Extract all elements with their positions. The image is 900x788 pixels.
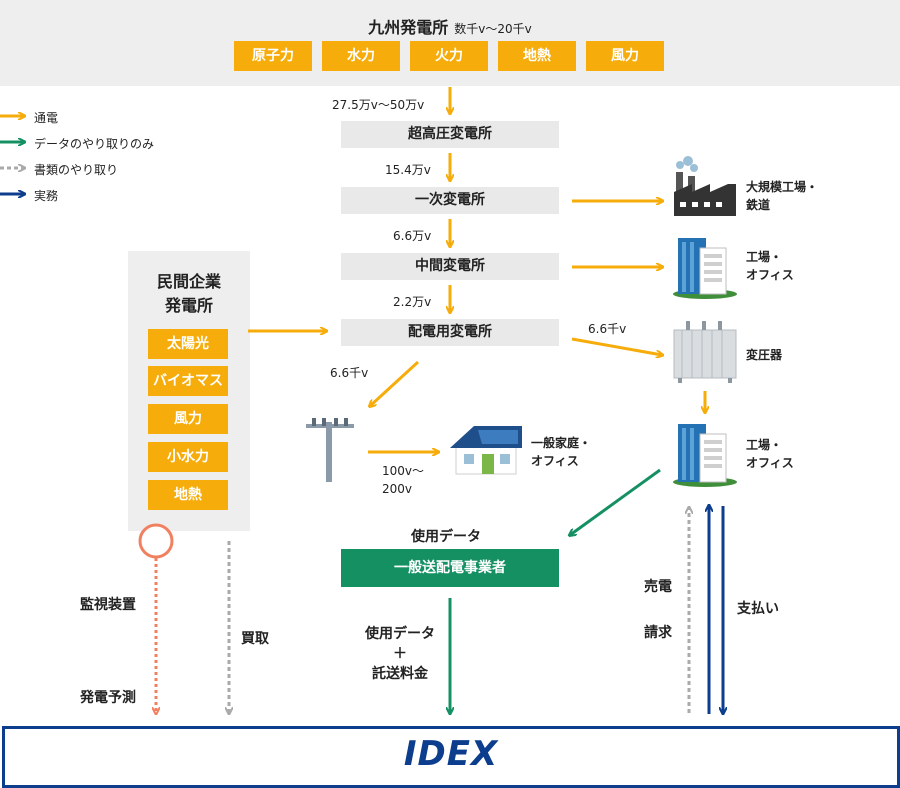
main-plant-title: 九州発電所数千v〜20千v xyxy=(368,18,532,37)
operator-bottom-label: 使用データ＋託送料金 xyxy=(365,626,435,682)
voltage-label: 2.2万v xyxy=(393,295,432,309)
private-source-solar: 太陽光 xyxy=(148,329,228,359)
voltage-label: 15.4万v xyxy=(385,163,431,177)
factory-label: 大規模工場・ xyxy=(746,180,819,194)
primary-substation: 一次変電所 xyxy=(341,187,559,214)
private-source-geothermal: 地熱 xyxy=(148,480,228,510)
source-wind: 風力 xyxy=(586,41,664,71)
private-source-small-hydro: 小水力 xyxy=(148,442,228,472)
purchase-label: 買取 xyxy=(241,631,269,647)
private-source-wind: 風力 xyxy=(148,404,228,434)
ultra-high-substation: 超高圧変電所 xyxy=(341,121,559,148)
grid-operator-box: 一般送配電事業者 xyxy=(341,549,559,587)
source-hydro: 水力 xyxy=(322,41,400,71)
transformer-label: 変圧器 xyxy=(746,348,783,362)
billing-label: 請求 xyxy=(644,625,672,641)
office-label: オフィス xyxy=(746,268,794,282)
legend-arrows xyxy=(0,116,24,194)
idex-logo: IDEX xyxy=(403,734,499,774)
factory-icon xyxy=(674,156,736,216)
voltage-label: 27.5万v〜50万v xyxy=(332,98,425,112)
data-arrow xyxy=(570,468,661,535)
legend-docs: 書類のやり取り xyxy=(34,163,119,177)
usage-data-label: 使用データ xyxy=(411,529,481,545)
payment-label: 支払い xyxy=(737,601,779,617)
source-geothermal: 地熱 xyxy=(498,41,576,71)
office-building-icon xyxy=(673,238,737,299)
home-label: オフィス xyxy=(531,454,579,468)
monitor-icon xyxy=(138,523,174,559)
forecast-label: 発電予測 xyxy=(80,690,136,706)
private-source-biomass: バイオマス xyxy=(148,366,228,396)
power-arrow xyxy=(370,360,420,406)
home-label: 一般家庭・ xyxy=(531,436,592,450)
transformer-icon xyxy=(673,321,737,383)
distribution-substation: 配電用変電所 xyxy=(341,319,559,346)
office-label: 工場・ xyxy=(746,438,783,452)
sale-label: 売電 xyxy=(644,579,672,595)
monitor-label: 監視装置 xyxy=(80,597,136,613)
voltage-label: 6.6万v xyxy=(393,229,432,243)
legend-work: 実務 xyxy=(34,189,59,203)
office-label: オフィス xyxy=(746,456,794,470)
voltage-label: 100v〜 xyxy=(382,464,425,478)
private-plant-title: 民間企業発電所 xyxy=(156,272,221,315)
office-building-icon xyxy=(673,424,737,487)
voltage-label: 6.6千v xyxy=(588,322,627,336)
legend-data: データのやり取りのみ xyxy=(34,137,155,151)
utility-pole-icon xyxy=(306,418,354,482)
legend-power: 通電 xyxy=(34,111,59,125)
voltage-label: 200v xyxy=(382,482,413,496)
idex-frame xyxy=(2,726,900,788)
voltage-label: 6.6千v xyxy=(330,366,369,380)
factory-label: 鉄道 xyxy=(746,198,771,212)
source-nuclear: 原子力 xyxy=(234,41,312,71)
source-thermal: 火力 xyxy=(410,41,488,71)
intermediate-substation: 中間変電所 xyxy=(341,253,559,280)
office-label: 工場・ xyxy=(746,250,783,264)
power-arrow xyxy=(571,337,662,355)
house-icon xyxy=(450,426,522,475)
